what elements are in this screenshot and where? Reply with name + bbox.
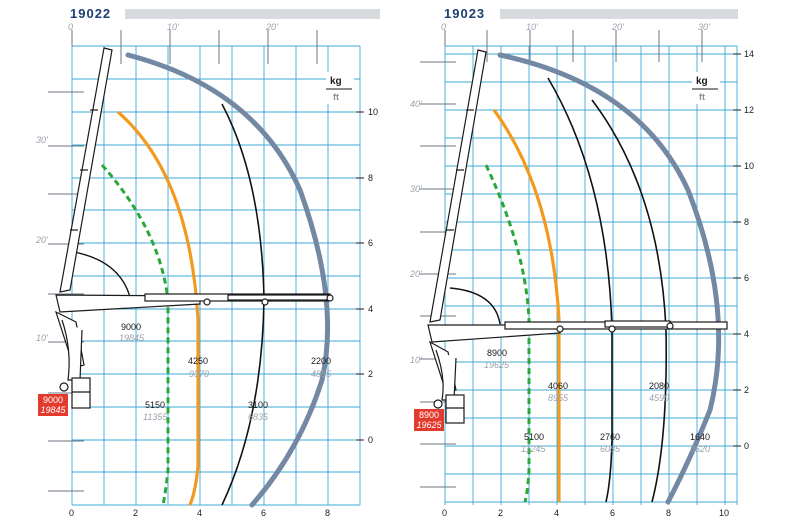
model-number: 19023 — [444, 6, 485, 21]
label-kg-4: 3100 — [248, 400, 268, 410]
ft-side-20: 20' — [35, 235, 48, 245]
label-kg-1: 9000 — [121, 322, 141, 332]
ft-side-40: 40' — [410, 99, 422, 109]
label-kg-2: 4060 — [548, 381, 568, 391]
label-kg-1: 8900 — [487, 348, 507, 358]
curve-5150 — [100, 164, 170, 506]
label-kg-3: 5150 — [145, 400, 165, 410]
badge-kg: 8900 — [419, 410, 439, 420]
y-tick-2: 2 — [744, 385, 749, 395]
label-lb-2: 8955 — [548, 393, 569, 403]
unit-ft: ft — [333, 92, 339, 102]
title-bar — [125, 9, 380, 19]
model-number: 19022 — [70, 6, 111, 21]
label-lb-4: 6085 — [600, 444, 621, 454]
y-tick-0: 0 — [744, 441, 749, 451]
unit-ft: ft — [699, 92, 705, 102]
title-bar — [500, 9, 738, 19]
grid — [71, 45, 361, 506]
ft-tick-0: 0 — [68, 22, 73, 32]
crane-drawing — [427, 49, 728, 424]
x-tick-4: 4 — [197, 508, 202, 518]
max-load-badge — [414, 409, 444, 431]
outer-reach-curve — [125, 52, 331, 508]
curve-8900 — [449, 287, 501, 325]
label-lb-5: 4855 — [311, 369, 332, 379]
y-tick-8: 8 — [744, 217, 749, 227]
ft-side-20: 20' — [409, 269, 422, 279]
x-tick-10: 10 — [719, 508, 729, 518]
curve-4060 — [492, 109, 561, 502]
m-axis-ticks — [356, 111, 364, 441]
badge-lb: 19845 — [40, 405, 66, 415]
y-tick-0: 0 — [368, 435, 373, 445]
unit-legend: kg ft — [326, 72, 354, 104]
ft-tick-30: 30' — [698, 22, 710, 32]
label-lb-2: 9370 — [189, 369, 209, 379]
curve-4250 — [116, 110, 200, 506]
ft-side-10: 10' — [36, 333, 48, 343]
y-tick-12: 12 — [744, 105, 754, 115]
label-lb-5: 4590 — [649, 393, 669, 403]
unit-kg: kg — [696, 76, 708, 87]
label-lb-1: 19845 — [119, 333, 145, 343]
badge-kg: 9000 — [43, 395, 63, 405]
label-kg-5: 2080 — [649, 381, 669, 391]
ft-side-30: 30' — [410, 184, 422, 194]
label-kg-5: 2200 — [311, 356, 331, 366]
ft-tick-20: 20' — [265, 22, 278, 32]
outer-reach-curve — [497, 52, 722, 505]
y-tick-10: 10 — [368, 107, 378, 117]
y-tick-14: 14 — [744, 49, 754, 59]
x-tick-8: 8 — [325, 508, 330, 518]
curve-3100 — [221, 103, 265, 506]
curve-5100 — [484, 164, 531, 503]
x-tick-0: 0 — [442, 508, 447, 518]
max-load-badge — [38, 394, 68, 416]
x-tick-6: 6 — [610, 508, 615, 518]
ft-tick-20: 20' — [611, 22, 624, 32]
x-tick-4: 4 — [554, 508, 559, 518]
curve-2760 — [547, 77, 613, 503]
ft-tick-10: 10' — [526, 22, 538, 32]
crane-drawing — [54, 47, 334, 409]
ft-side-30: 30' — [36, 135, 48, 145]
label-kg-4: 2760 — [600, 432, 620, 442]
y-tick-2: 2 — [368, 369, 373, 379]
label-kg-6: 1640 — [690, 432, 710, 442]
ft-ruler-top — [444, 30, 703, 62]
m-axis-ticks — [733, 53, 741, 447]
label-lb-6: 3620 — [690, 444, 710, 454]
ft-tick-0: 0 — [441, 22, 446, 32]
label-kg-3: 5100 — [524, 432, 544, 442]
x-tick-0: 0 — [69, 508, 74, 518]
ft-side-10: 10' — [410, 355, 422, 365]
curve-2080 — [591, 99, 668, 503]
label-lb-1: 19625 — [484, 360, 510, 370]
x-tick-2: 2 — [498, 508, 503, 518]
x-tick-2: 2 — [133, 508, 138, 518]
label-lb-3: 11245 — [521, 444, 546, 454]
x-tick-6: 6 — [261, 508, 266, 518]
y-tick-4: 4 — [368, 304, 373, 314]
x-tick-8: 8 — [666, 508, 671, 518]
ft-tick-10: 10' — [167, 22, 179, 32]
y-tick-6: 6 — [744, 273, 749, 283]
y-tick-10: 10 — [744, 161, 754, 171]
badge-lb: 19625 — [416, 420, 442, 430]
ft-ruler-left — [48, 91, 84, 492]
unit-kg: kg — [330, 76, 342, 87]
label-kg-2: 4250 — [188, 356, 208, 366]
chart-19022: 19022 — [35, 6, 380, 518]
label-lb-3: 11355 — [143, 412, 168, 422]
y-tick-6: 6 — [368, 238, 373, 248]
y-tick-4: 4 — [744, 329, 749, 339]
unit-legend: kg ft — [692, 72, 720, 104]
y-tick-8: 8 — [368, 173, 373, 183]
ft-ruler-top — [71, 30, 318, 64]
chart-19023: 19023 — [409, 6, 754, 518]
label-lb-4: 6835 — [248, 412, 269, 422]
